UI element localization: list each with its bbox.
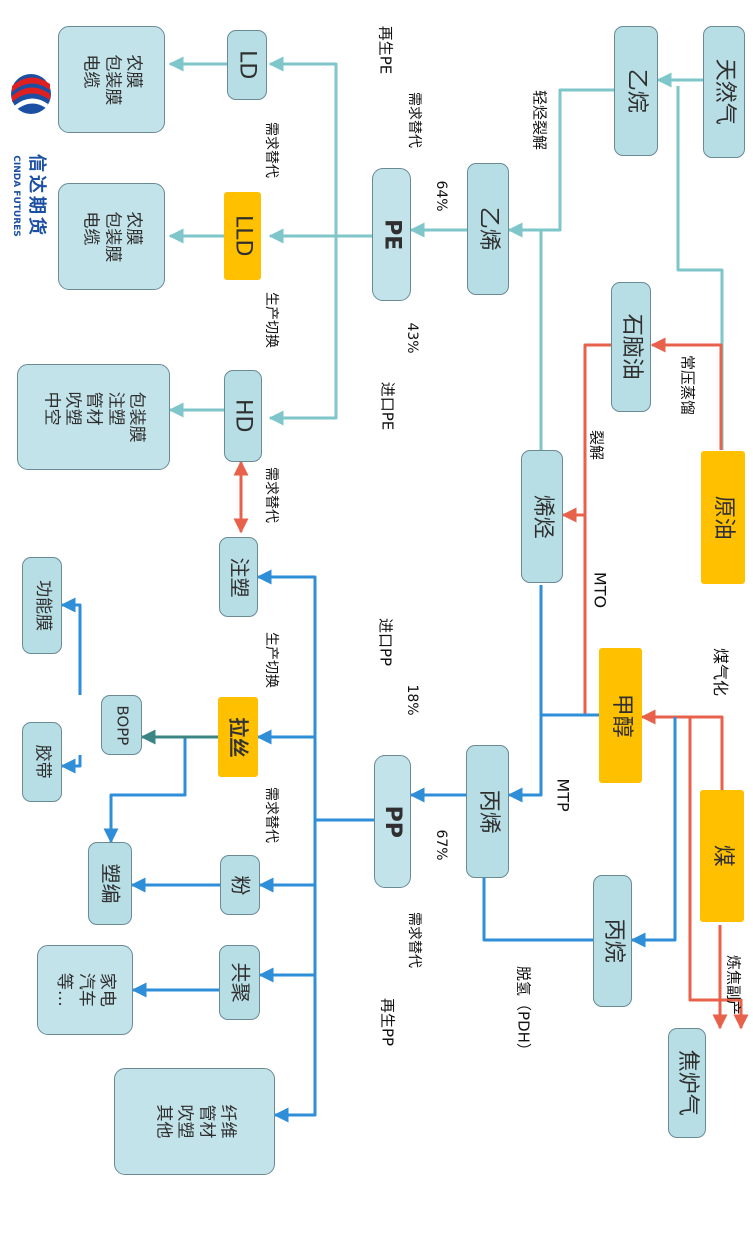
node-jiaodai: 胶带 [22,722,62,802]
label-qingting: 轻烃裂解 [530,89,549,151]
edge-pe-hd [268,236,338,426]
node-jiaoluqi: 焦炉气 [668,1028,706,1138]
node-lld: LLD [224,192,261,280]
node-ld: LD [227,30,267,100]
node-lasi: 拉丝 [218,697,258,777]
edge-shinaoyou-xiting [561,343,630,523]
node-ld-uses: 农膜 包装膜 电缆 [58,26,165,133]
label-meiqihua: 煤气化 [711,647,730,697]
node-yixi: 乙烯 [467,163,509,295]
label-pp-share: 67% [433,829,449,861]
edge-meiqihua-bingwan [630,717,677,948]
label-lld-switch: 生产切换 [263,292,279,348]
label-liejie: 裂解 [587,429,606,461]
label-pp-switch: 生产切换 [263,632,279,688]
node-gongnengmo: 功能膜 [22,557,62,654]
node-mei: 煤 [700,790,744,922]
edge-jiachun-bingxi [507,713,601,803]
node-hd-uses: 包装膜 注塑 管材 吹塑 中空 [17,364,170,470]
edge-mei-jiachun [640,709,724,790]
label-mtp: MTP [553,778,573,812]
label-pe-share: 64% [433,180,449,212]
edge-pp-trunk [256,569,374,822]
label-pp-recycle: 再生PP [378,997,397,1047]
label-mto: MTO [590,571,610,609]
node-bingwan: 丙烷 [593,875,632,1007]
node-xiting: 烯烃 [521,450,563,583]
node-pe: PE [372,168,411,301]
node-tianranqi: 天然气 [703,26,745,158]
node-bingxi: 丙烯 [466,745,509,878]
edge-pe-ld [268,56,372,238]
node-fen: 粉 [220,855,260,915]
node-pp-other-uses: 纤维 管材 吹塑 其他 [114,1068,275,1175]
edge-trunk-gongju [258,820,317,983]
node-jiachun: 甲醇 [599,648,642,783]
label-pp-import: 进口PP [376,617,395,667]
edge-lasi-subian [103,737,187,844]
node-bopp: BOPP [101,695,142,755]
cinda-logo: 信达期货 CINDA FUTURES [6,56,56,266]
node-hd: HD [224,370,262,462]
edge-yiwan-yixi [507,88,614,238]
logo-cn-text: 信达期货 [26,154,47,238]
node-lld-uses: 农膜 包装膜 电缆 [58,183,165,290]
label-lianjiao: 炼焦副产 [724,954,743,1016]
node-zhusu: 注塑 [219,537,258,617]
edge-bopp-jiaodai [60,755,82,774]
edge-meiqihua-jiaoluqi [688,717,749,1030]
label-changya: 常压蒸馏 [678,354,697,416]
label-pe-demand-sub: 需求替代 [406,92,422,148]
label-pe-recycle: 再生PE [376,25,395,75]
label-pp-demand-sub2: 需求替代 [406,912,422,968]
node-shinaoyou: 石脑油 [611,282,651,412]
node-gongju: 共聚 [219,945,260,1020]
node-subian: 塑编 [88,842,132,925]
label-pe-import: 进口PE [378,381,397,431]
node-gongju-uses: 家电 汽车 等… [37,945,133,1035]
logo-en-text: CINDA FUTURES [11,155,21,237]
node-yiwan: 乙烷 [614,26,658,156]
node-yuanyou: 原油 [701,451,745,584]
label-tuoqing: 脱氢（PDH） [514,966,533,1058]
edge-bingwan-bingxi [476,858,593,942]
label-pp-demand-sub: 需求替代 [263,787,279,843]
node-pp: PP [374,755,411,888]
label-hd-demand-sub: 需求替代 [263,467,279,523]
label-pe-import-pct: 43% [404,322,420,354]
edge-bopp-gongnengmo [60,597,82,695]
edge-trunk-other [273,975,317,1123]
edge-yuanyou-shinaoyou [650,337,723,450]
label-pp-import-pct: 18% [404,684,420,716]
label-ld-demand-sub: 需求替代 [263,122,279,178]
